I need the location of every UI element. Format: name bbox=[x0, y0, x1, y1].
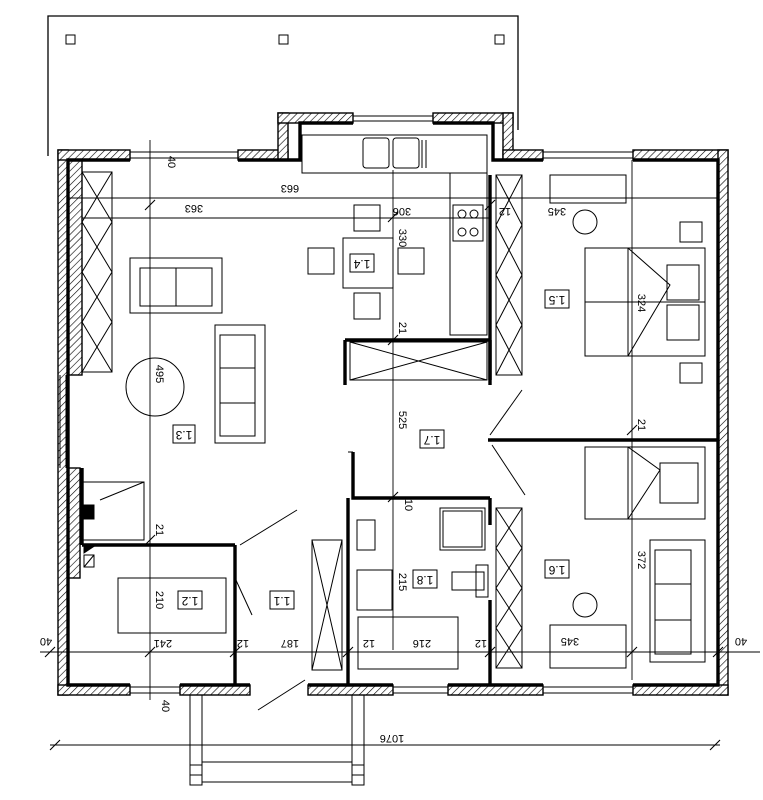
room-label-1-8: 1.8 bbox=[416, 573, 433, 587]
terrace bbox=[47, 15, 519, 156]
dim-partition-12-hall: 12 bbox=[363, 637, 375, 649]
inner-walls bbox=[66, 121, 720, 687]
room-labels: 1.3 1.4 1.5 1.6 1.7 1.8 1.2 1.1 bbox=[172, 253, 570, 610]
dim-outer-wall-right: 40 bbox=[735, 635, 747, 647]
dim-overall-width: 1076 bbox=[380, 732, 404, 744]
bathroom-fixtures bbox=[356, 507, 489, 670]
windows bbox=[59, 115, 633, 694]
dimension-labels: 1076 40 40 40 40 663 363 306 330 12 345 … bbox=[40, 156, 747, 744]
room-label-1-1: 1.1 bbox=[273, 594, 290, 608]
room-label-1-4: 1.4 bbox=[353, 257, 370, 271]
dim-bed1-width: 345 bbox=[548, 205, 566, 217]
dim-partition-12-top: 12 bbox=[499, 205, 511, 217]
room-label-1-7: 1.7 bbox=[423, 433, 440, 447]
dim-outer-wall-bottom: 40 bbox=[159, 700, 171, 712]
dim-outer-wall-top: 40 bbox=[165, 156, 177, 168]
dim-partition-21-kitchen: 21 bbox=[396, 322, 408, 334]
dim-room12-width: 241 bbox=[154, 637, 172, 649]
room-12-furniture bbox=[117, 577, 253, 634]
living-furniture bbox=[81, 257, 266, 568]
dim-partition-12-bath: 12 bbox=[475, 637, 487, 649]
dim-partition-12-room12: 12 bbox=[237, 637, 249, 649]
entrance-canopy bbox=[189, 694, 365, 786]
dimension-lines bbox=[40, 140, 760, 746]
dim-hall-length: 525 bbox=[396, 411, 408, 429]
dim-living-inner: 363 bbox=[185, 202, 203, 214]
room-label-1-5: 1.5 bbox=[548, 293, 565, 307]
door-swings bbox=[239, 389, 526, 711]
dim-hall11-width: 187 bbox=[281, 637, 299, 649]
dim-living-span: 663 bbox=[281, 182, 299, 194]
dim-kitchen-depth: 330 bbox=[396, 229, 408, 247]
dim-partition-21-bed: 21 bbox=[635, 419, 647, 431]
dimension-ticks bbox=[44, 199, 724, 751]
dim-partition-21-living: 21 bbox=[153, 524, 165, 536]
room-label-1-6: 1.6 bbox=[548, 563, 565, 577]
bedroom-15-furniture bbox=[549, 174, 706, 384]
dim-room12-depth: 210 bbox=[153, 591, 165, 609]
room-label-1-3: 1.3 bbox=[175, 428, 192, 442]
dim-bath-depth: 215 bbox=[396, 573, 408, 591]
dim-bed2-width: 345 bbox=[561, 635, 579, 647]
dim-living-table: 495 bbox=[153, 365, 165, 383]
kitchen-counter bbox=[301, 134, 488, 336]
dim-partition-10: 10 bbox=[402, 499, 414, 511]
dim-kitchen-width: 306 bbox=[393, 205, 411, 217]
dim-bed2-depth: 372 bbox=[635, 551, 647, 569]
dim-outer-wall-left: 40 bbox=[40, 635, 52, 647]
bedroom-16-furniture bbox=[549, 446, 706, 669]
dim-bath-width: 216 bbox=[413, 637, 431, 649]
dim-bed1-depth: 324 bbox=[635, 294, 647, 312]
room-label-1-2: 1.2 bbox=[181, 594, 198, 608]
wardrobes bbox=[81, 171, 523, 671]
